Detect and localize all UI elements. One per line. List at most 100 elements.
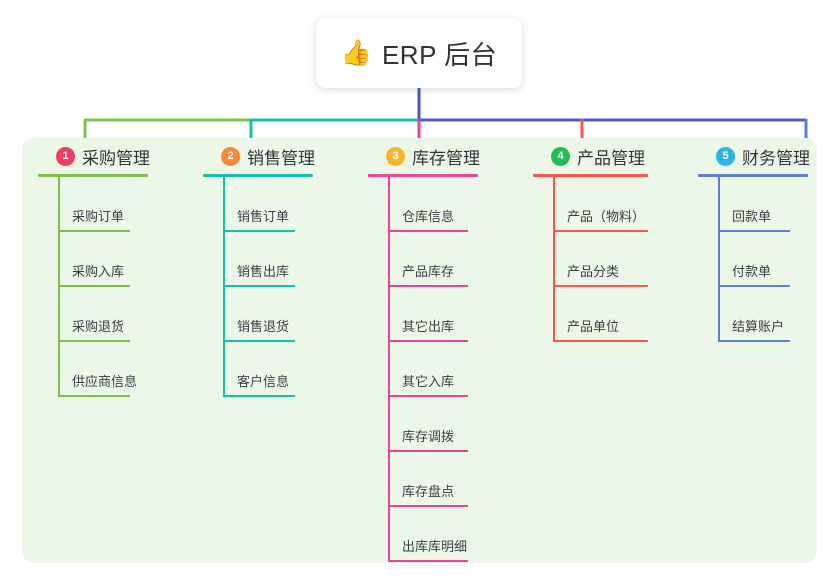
column-spine-2 [223,177,225,397]
leaf-item-rule [58,340,130,342]
leaf-item[interactable]: 产品库存 [368,232,518,287]
column-title-2: 销售管理 [247,148,315,168]
leaf-item-rule [388,340,468,342]
leaf-item-label: 采购退货 [72,319,125,334]
leaf-item[interactable]: 销售出库 [203,232,353,287]
leaf-item-rule [223,395,295,397]
leaf-item[interactable]: 回款单 [698,177,839,232]
column-title-5: 财务管理 [742,148,810,168]
leaf-item-rule [553,340,648,342]
column-badge-1: 1 [56,146,75,166]
leaf-item-label: 其它出库 [402,319,455,334]
column-3: 3 库存管理仓库信息产品库存其它出库其它入库库存调拨库存盘点出库库明细 [368,143,518,562]
column-spine-4 [553,177,555,342]
leaf-item[interactable]: 客户信息 [203,342,353,397]
column-5: 5 财务管理回款单付款单结算账户 [698,143,839,342]
column-badge-5: 5 [716,146,735,166]
column-header-5[interactable]: 5 财务管理 [698,143,839,169]
column-2: 2 销售管理销售订单销售出库销售退货客户信息 [203,143,353,397]
leaf-item[interactable]: 产品（物料） [533,177,688,232]
leaf-item-label: 销售退货 [237,319,290,334]
leaf-item-rule [718,285,790,287]
leaf-item-rule [388,505,468,507]
column-1: 1 采购管理采购订单采购入库采购退货供应商信息 [38,143,188,397]
leaf-item-rule [223,340,295,342]
column-items-4: 产品（物料） 产品分类产品单位 [533,177,688,342]
leaf-item-rule [553,285,648,287]
leaf-item[interactable]: 供应商信息 [38,342,188,397]
leaf-item-label: 供应商信息 [72,374,138,389]
column-items-3: 仓库信息产品库存其它出库其它入库库存调拨库存盘点出库库明细 [368,177,518,562]
leaf-item-label: 其它入库 [402,374,455,389]
column-rule-5 [698,174,808,177]
column-items-1: 采购订单采购入库采购退货供应商信息 [38,177,188,397]
leaf-item[interactable]: 库存盘点 [368,452,518,507]
leaf-item[interactable]: 仓库信息 [368,177,518,232]
leaf-item-rule [718,340,790,342]
leaf-item[interactable]: 其它出库 [368,287,518,342]
column-title-1: 采购管理 [82,148,150,168]
leaf-item[interactable]: 采购订单 [38,177,188,232]
column-4: 4 产品管理产品（物料） 产品分类产品单位 [533,143,688,342]
leaf-item-label: 结算账户 [732,319,785,334]
leaf-item-label: 回款单 [732,209,772,224]
column-spine-5 [718,177,720,342]
leaf-item-rule [388,560,468,562]
leaf-item-label: 库存盘点 [402,484,455,499]
column-items-5: 回款单付款单结算账户 [698,177,839,342]
leaf-item[interactable]: 销售退货 [203,287,353,342]
leaf-item-label: 销售订单 [237,209,290,224]
leaf-item-label: 产品单位 [567,319,620,334]
leaf-item[interactable]: 采购入库 [38,232,188,287]
leaf-item[interactable]: 库存调拨 [368,397,518,452]
root-node[interactable]: 👍 ERP 后台 [316,18,522,88]
leaf-item-rule [388,450,468,452]
column-rule-2 [203,174,313,177]
leaf-item-rule [388,230,468,232]
leaf-item-label: 采购订单 [72,209,125,224]
column-rule-3 [368,174,478,177]
column-header-2[interactable]: 2 销售管理 [203,143,353,169]
column-rule-4 [533,174,648,177]
leaf-item[interactable]: 其它入库 [368,342,518,397]
leaf-item-label: 产品分类 [567,264,620,279]
leaf-item-rule [718,230,790,232]
leaf-item-label: 付款单 [732,264,772,279]
leaf-item-rule [58,230,130,232]
leaf-item[interactable]: 产品单位 [533,287,688,342]
leaf-item-rule [223,230,295,232]
column-header-3[interactable]: 3 库存管理 [368,143,518,169]
column-spine-3 [388,177,390,562]
column-badge-3: 3 [386,146,405,166]
leaf-item-label: 销售出库 [237,264,290,279]
leaf-item-label: 库存调拨 [402,429,455,444]
leaf-item-rule [388,395,468,397]
leaf-item-rule [58,285,130,287]
leaf-item-rule [58,395,130,397]
diagram-panel [22,138,817,563]
column-badge-2: 2 [221,146,240,166]
column-title-4: 产品管理 [577,148,645,168]
leaf-item[interactable]: 产品分类 [533,232,688,287]
leaf-item-label: 客户信息 [237,374,290,389]
column-header-4[interactable]: 4 产品管理 [533,143,688,169]
leaf-item-rule [553,230,648,232]
leaf-item[interactable]: 采购退货 [38,287,188,342]
leaf-item[interactable]: 销售订单 [203,177,353,232]
thumbs-up-icon: 👍 [340,38,372,67]
leaf-item-label: 仓库信息 [402,209,455,224]
column-header-1[interactable]: 1 采购管理 [38,143,188,169]
leaf-item-rule [223,285,295,287]
leaf-item-label: 出库库明细 [402,539,468,554]
root-title: ERP 后台 [381,39,498,70]
column-title-3: 库存管理 [412,148,480,168]
column-badge-4: 4 [551,146,570,166]
column-spine-1 [58,177,60,397]
leaf-item[interactable]: 出库库明细 [368,507,518,562]
leaf-item[interactable]: 结算账户 [698,287,839,342]
leaf-item-rule [388,285,468,287]
leaf-item-label: 采购入库 [72,264,125,279]
leaf-item[interactable]: 付款单 [698,232,839,287]
leaf-item-label: 产品（物料） [567,209,646,224]
column-rule-1 [38,174,148,177]
